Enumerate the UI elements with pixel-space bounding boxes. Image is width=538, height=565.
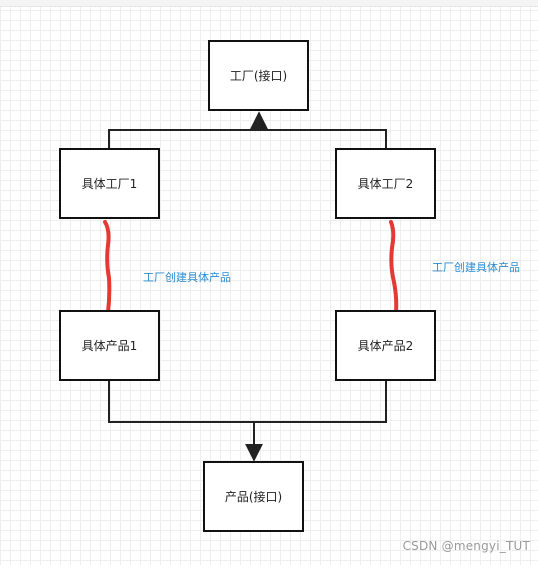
creation-link-right — [389, 220, 399, 314]
creation-annotation-right: 工厂创建具体产品 — [432, 261, 520, 274]
factory-interface-box[interactable]: 工厂(接口) — [208, 40, 309, 111]
creation-link-left — [103, 220, 112, 314]
watermark: CSDN @mengyi_TUT — [402, 539, 530, 553]
concrete-factory-1-box[interactable]: 具体工厂1 — [59, 148, 160, 219]
concrete-factory-2-box[interactable]: 具体工厂2 — [335, 148, 436, 219]
product2-to-product-interface-connector — [254, 380, 387, 423]
creation-annotation-left: 工厂创建具体产品 — [143, 271, 231, 284]
concrete-product-2-box[interactable]: 具体产品2 — [335, 310, 436, 381]
top-strip — [0, 0, 538, 7]
product1-to-product-interface-connector — [108, 380, 254, 423]
product-interface-box[interactable]: 产品(接口) — [203, 461, 304, 532]
concrete-product-1-box[interactable]: 具体产品1 — [59, 310, 160, 381]
factory1-to-factory-interface-connector — [108, 129, 259, 150]
factory2-to-factory-interface-connector — [259, 129, 387, 150]
